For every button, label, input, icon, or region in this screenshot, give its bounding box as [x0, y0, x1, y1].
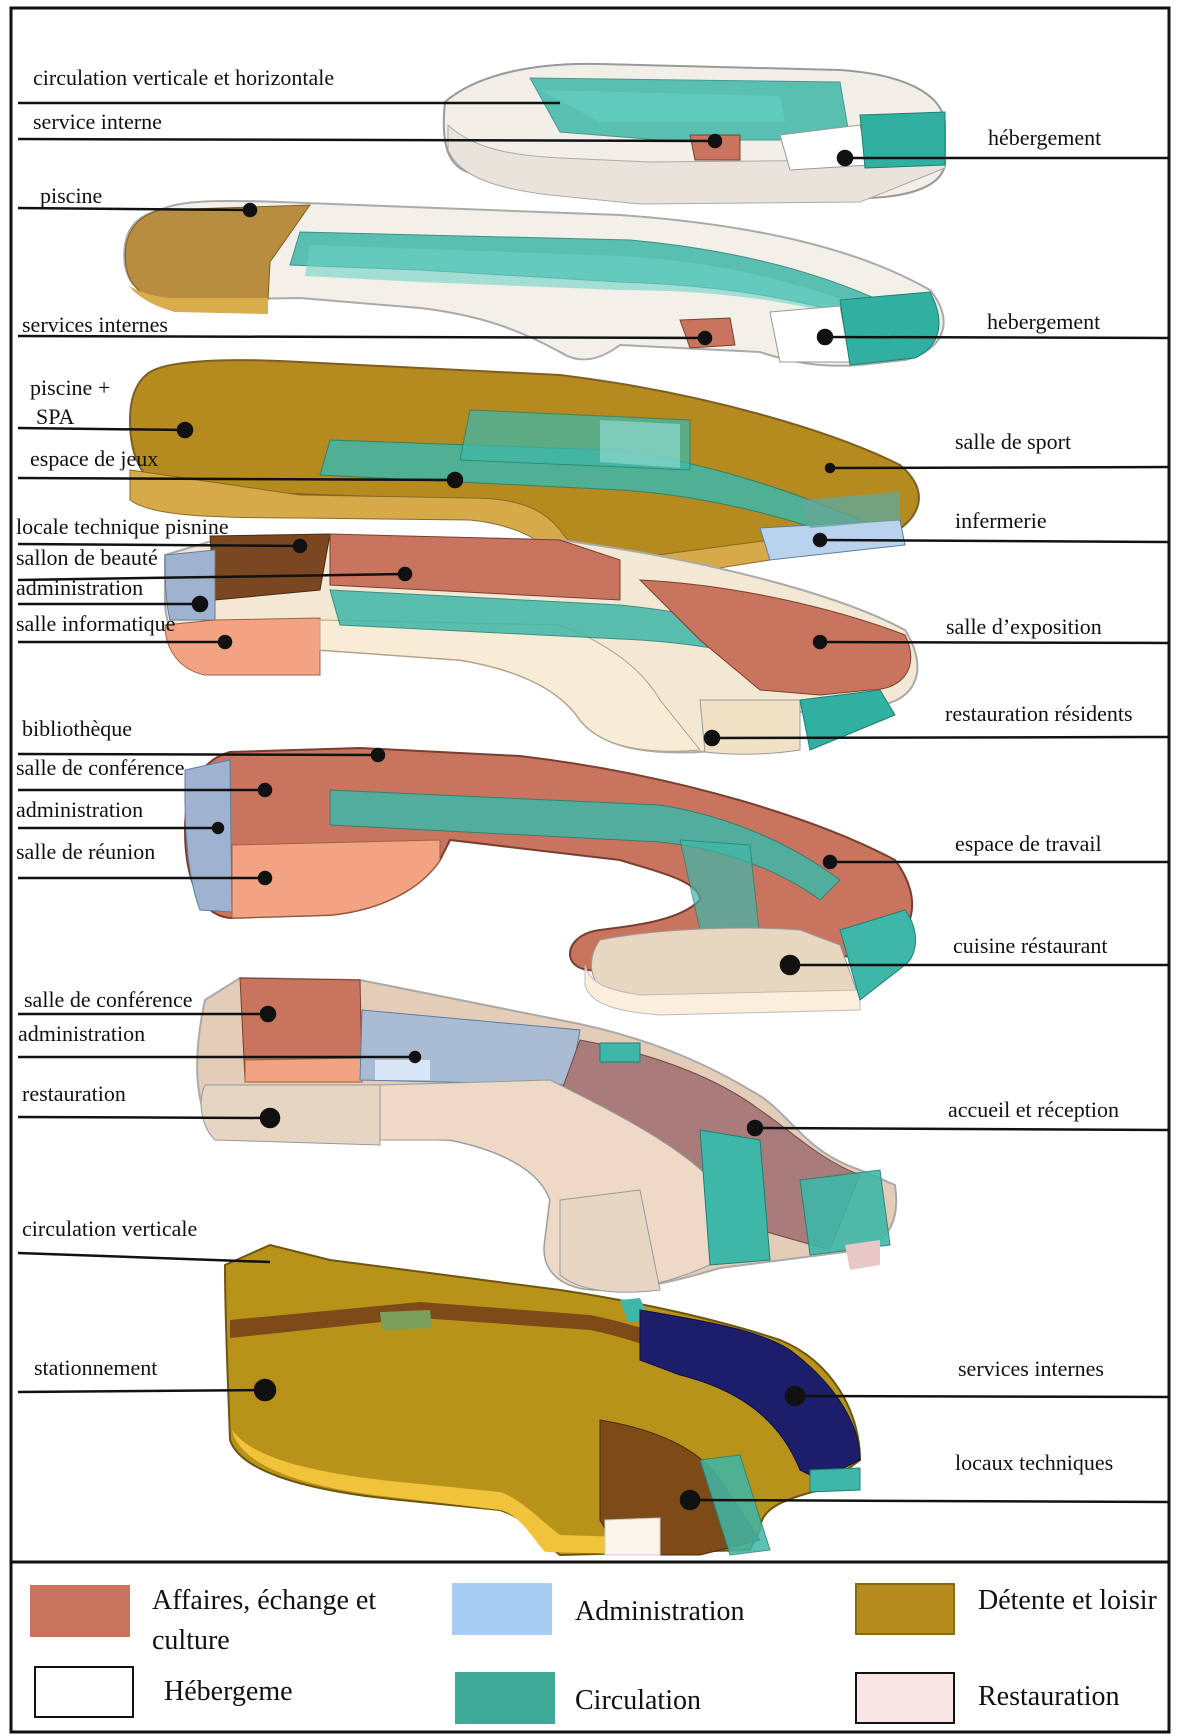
label-locale-technique-piscine: locale technique pisnine — [16, 515, 229, 539]
legend-label-detente: Détente et loisir — [978, 1581, 1168, 1621]
label-service-interne: service interne — [33, 110, 162, 134]
label-administration-2: administration — [16, 798, 143, 822]
label-salle-de-conference-2: salle de conférence — [24, 988, 193, 1012]
legend-swatch-circulation — [455, 1672, 555, 1724]
legend-label-affaires-2: culture — [152, 1621, 230, 1661]
legend-swatch-affaires — [30, 1585, 130, 1637]
legend-swatch-administration — [452, 1583, 552, 1635]
label-locaux-techniques: locaux techniques — [955, 1451, 1113, 1475]
label-salle-de-sport: salle de sport — [955, 430, 1071, 454]
label-hebergement-1: hébergement — [988, 126, 1101, 150]
label-circulation-verticale-horizontale: circulation verticale et horizontale — [33, 66, 334, 90]
label-services-internes: services internes — [22, 313, 168, 337]
label-services-internes-right: services internes — [958, 1357, 1104, 1381]
label-spa: SPA — [36, 405, 74, 429]
legend-swatch-detente — [855, 1583, 955, 1635]
label-bibliotheque: bibliothèque — [22, 717, 132, 741]
label-infermerie: infermerie — [955, 509, 1047, 533]
floor-7 — [444, 64, 945, 204]
label-restauration: restauration — [22, 1082, 126, 1106]
label-salle-informatique: salle informatique — [16, 612, 175, 636]
legend-label-hebergement: Hébergeme — [164, 1672, 293, 1712]
label-cuisine-restaurant: cuisine réstaurant — [953, 934, 1108, 958]
legend-swatch-restauration — [855, 1672, 955, 1724]
label-administration-3: administration — [18, 1022, 145, 1046]
label-restauration-residents: restauration résidents — [945, 702, 1133, 726]
legend-label-circulation: Circulation — [575, 1681, 701, 1721]
legend-swatch-hebergement — [34, 1666, 134, 1718]
label-accueil-et-reception: accueil et réception — [948, 1098, 1119, 1122]
label-espace-de-travail: espace de travail — [955, 832, 1102, 856]
label-sallon-de-beaute: sallon de beauté — [16, 546, 158, 570]
legend-label-restauration: Restauration — [978, 1677, 1120, 1717]
floor-1 — [225, 1245, 860, 1555]
floor-2 — [197, 978, 896, 1292]
label-circulation-verticale: circulation verticale — [22, 1217, 197, 1241]
floor-3 — [185, 748, 916, 1015]
legend-label-affaires-1: Affaires, échange et — [152, 1581, 376, 1621]
label-piscine-plus: piscine + — [30, 376, 110, 400]
label-espace-de-jeux: espace de jeux — [30, 447, 158, 471]
label-administration-1: administration — [16, 576, 143, 600]
floor-4 — [165, 534, 917, 754]
label-hebergement-2: hebergement — [987, 310, 1100, 334]
label-stationnement: stationnement — [34, 1356, 157, 1380]
label-piscine: piscine — [40, 184, 102, 208]
label-salle-de-conference-1: salle de conférence — [16, 756, 185, 780]
label-salle-de-reunion: salle de réunion — [16, 840, 155, 864]
legend-label-administration: Administration — [575, 1592, 745, 1632]
label-salle-d-exposition: salle d’exposition — [946, 615, 1102, 639]
